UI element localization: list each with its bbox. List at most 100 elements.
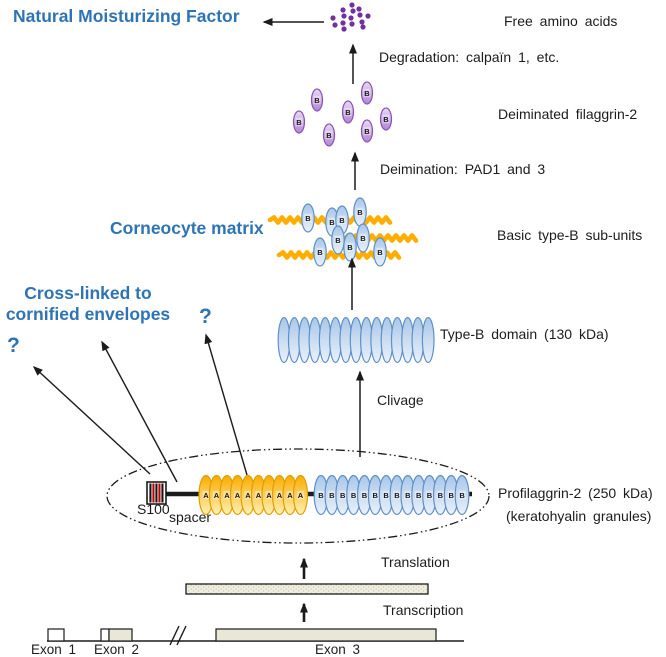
deiminated-filaggrin-label: Deiminated filaggrin-2 (498, 106, 638, 122)
a-subunit-oval-label-bg (254, 490, 263, 500)
deiminated-filaggrin-oval-label-bg (382, 114, 390, 124)
cross-linked-line1: Cross-linked to (24, 283, 152, 303)
basic-type-b-label: Basic type-B sub-units (497, 227, 643, 243)
deiminated-filaggrin-oval (310, 88, 324, 112)
b-subunit-oval-label-bg (328, 490, 336, 500)
question-mark-left: ? (7, 334, 20, 357)
amino-acid-dot (341, 13, 347, 19)
amino-acid-dot (357, 12, 363, 18)
b-subunit-oval-label-bg (360, 490, 368, 500)
deiminated-filaggrin-oval-label: B (314, 96, 320, 105)
deiminated-filaggrin-oval-label-bg (363, 88, 371, 98)
a-subunit-oval-label: A (203, 491, 209, 500)
a-subunit-oval-label-bg (244, 490, 252, 500)
b-subunit-oval-label: B (405, 491, 411, 500)
basic-subunit-oval-label-bg (359, 233, 367, 243)
b-subunit-oval-label: B (340, 491, 346, 500)
amino-acid-dot (340, 20, 346, 26)
b-subunit-oval-label: B (416, 491, 422, 500)
deiminated-filaggrin-oval-label-bg (313, 95, 321, 105)
basic-subunit-oval-label: B (305, 214, 311, 223)
deiminated-filaggrin-oval-label-bg (295, 117, 303, 127)
b-subunit-oval-label-bg (371, 490, 379, 500)
deiminated-filaggrin-oval-label: B (326, 131, 332, 140)
amino-acid-dot (340, 7, 346, 13)
exon1-label: Exon 1 (31, 642, 77, 657)
b-subunit-oval-label: B (438, 491, 444, 500)
b-subunit-oval-label: B (362, 491, 368, 500)
basic-subunit-oval-label-bg (304, 213, 312, 223)
amino-acid-dot (349, 21, 355, 27)
a-subunit-oval-label: A (256, 491, 262, 500)
translation-label: Translation (381, 554, 450, 570)
s100-label: S100 (137, 501, 170, 517)
a-subunit-oval-label-bg (275, 490, 284, 500)
deiminated-filaggrin-oval (360, 81, 374, 105)
deiminated-filaggrin-oval-label: B (345, 108, 351, 117)
exon3-box (215, 628, 437, 642)
amino-acid-dot (348, 15, 354, 21)
b-subunit-oval-label-bg (436, 490, 444, 500)
b-subunit-oval-label: B (394, 491, 400, 500)
a-subunit-oval-label: A (245, 491, 251, 500)
a-subunit-oval-label-bg (202, 490, 210, 500)
b-subunit-oval-label-bg (339, 490, 347, 500)
s100-stripe (161, 483, 164, 503)
a-subunit-oval-label: A (287, 491, 293, 500)
basic-subunit-oval-label-bg (328, 217, 336, 227)
amino-acid-dot (365, 13, 371, 19)
exon2-label: Exon 2 (94, 642, 140, 657)
b-subunit-oval-label-bg (393, 490, 401, 500)
basic-subunit-oval (301, 203, 315, 233)
keratohyalin-granule-outline (106, 448, 490, 544)
gene-break-slash (169, 625, 180, 646)
amino-acid-dot (356, 6, 362, 12)
deiminated-filaggrin-oval-label: B (296, 118, 302, 127)
degradation-label: Degradation: calpaïn 1, etc. (379, 49, 560, 65)
s100-stripe (158, 483, 161, 503)
cross-linked-line2: cornified envelopes (5, 304, 171, 324)
deiminated-filaggrin-oval (360, 119, 374, 143)
s100-stripe (149, 483, 152, 503)
a-subunit-oval-label: A (277, 491, 283, 500)
b-subunit-oval-label-bg (317, 490, 325, 500)
exon2-box-small (100, 628, 110, 642)
exon1-box (47, 628, 65, 642)
basic-subunit-oval (313, 237, 327, 267)
basic-subunit-oval-label: B (339, 216, 345, 225)
deiminated-filaggrin-oval-label: B (383, 115, 389, 124)
free-amino-acids-label: Free amino acids (504, 13, 618, 29)
a-subunit-oval-label-bg (233, 490, 242, 500)
b-subunit-oval-label: B (383, 491, 389, 500)
clivage-label: Clivage (377, 392, 424, 408)
corneocyte-matrix-title: Corneocyte matrix (110, 218, 264, 238)
a-subunit-oval-label-bg (223, 490, 231, 500)
basic-subunit-oval-label: B (347, 243, 353, 252)
b-subunit-oval-label-bg (425, 490, 434, 500)
deiminated-filaggrin-oval-label: B (364, 127, 370, 136)
amino-acid-dot (330, 15, 336, 21)
basic-subunit-oval-label: B (377, 248, 383, 257)
b-subunit-oval-label-bg (447, 490, 455, 500)
b-subunit-oval-label: B (373, 491, 379, 500)
deiminated-filaggrin-oval (341, 100, 355, 124)
spacer-label: spacer (169, 509, 212, 525)
basic-subunit-oval-label: B (335, 236, 341, 245)
b-subunit-oval-label-bg (349, 490, 358, 500)
exon2-box (108, 628, 133, 642)
question-arrow-right (204, 333, 248, 476)
cross-linked-title: Cross-linked to cornified envelopes (2, 283, 174, 325)
deiminated-filaggrin-oval-label-bg (325, 130, 333, 140)
type-b-domain-oval (421, 316, 435, 364)
a-subunit-oval-label: A (224, 491, 230, 500)
b-subunit-oval-label-bg (458, 490, 466, 500)
a-subunit-oval-label-bg (212, 490, 221, 500)
a-subunit-oval-label: A (235, 491, 241, 500)
profilaggrin-label-line1: Profilaggrin-2 (250 kDa) (498, 485, 653, 501)
deiminated-filaggrin-oval (292, 110, 306, 134)
deiminated-filaggrin-oval-label-bg (344, 107, 352, 117)
basic-subunit-oval-label-bg (338, 215, 346, 225)
basic-subunit-oval-label-bg (316, 247, 324, 257)
